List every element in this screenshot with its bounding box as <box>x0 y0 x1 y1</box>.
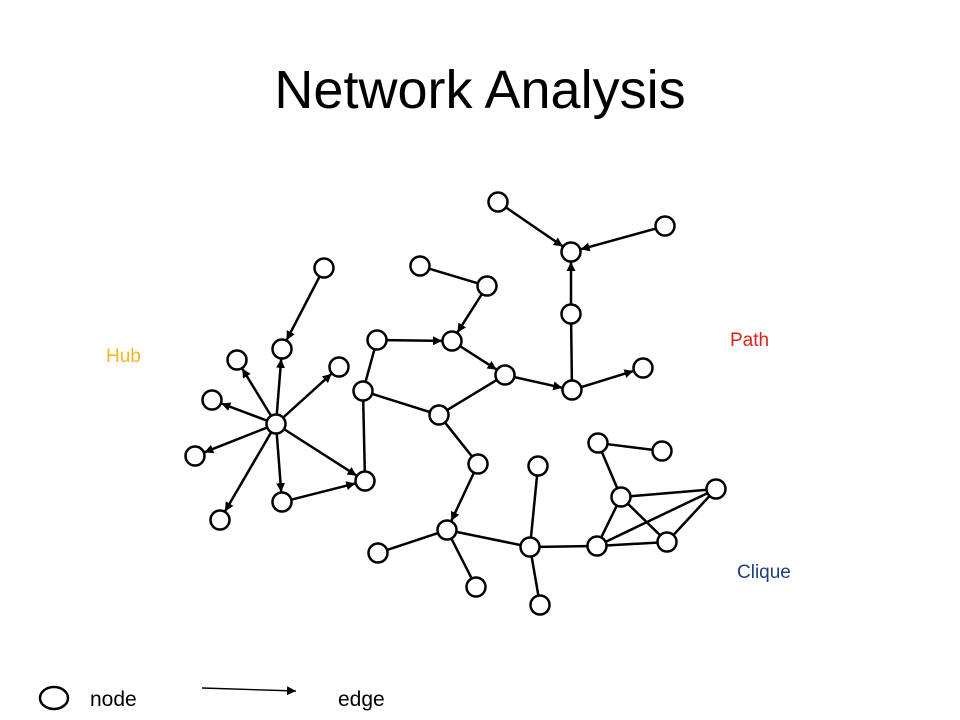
path-label: Path <box>730 330 770 351</box>
node <box>271 338 293 360</box>
legend-edge-label: edge <box>338 688 385 711</box>
node <box>656 531 678 553</box>
edge <box>223 431 273 512</box>
node <box>654 215 676 237</box>
edge <box>529 475 539 538</box>
legend-node-symbol <box>38 685 70 711</box>
edge <box>626 502 661 536</box>
edge <box>428 267 478 285</box>
nodes-layer <box>184 191 727 616</box>
edge <box>275 433 286 493</box>
node <box>441 330 463 352</box>
node <box>436 519 458 541</box>
legend-node-label: node <box>90 688 137 711</box>
edge <box>600 451 619 489</box>
node <box>494 364 516 386</box>
node <box>201 389 223 411</box>
node <box>476 275 498 297</box>
node <box>265 413 287 435</box>
node <box>428 404 450 426</box>
diagram-title: Network Analysis <box>274 60 686 120</box>
node <box>366 329 388 351</box>
edge <box>672 495 711 536</box>
edge <box>361 400 367 472</box>
node <box>705 478 727 500</box>
node <box>184 445 206 467</box>
edge <box>241 367 273 417</box>
edge <box>513 375 563 391</box>
node <box>467 453 489 475</box>
node <box>354 470 376 492</box>
node <box>519 536 541 558</box>
edge <box>456 530 521 547</box>
edge <box>450 472 476 522</box>
node <box>209 509 231 531</box>
edge <box>530 556 540 596</box>
node <box>560 241 582 263</box>
node <box>367 542 389 564</box>
edge <box>446 379 498 412</box>
edge <box>282 372 333 419</box>
node <box>409 255 431 277</box>
node <box>226 349 248 371</box>
node <box>352 380 374 402</box>
edge <box>580 369 634 389</box>
edge <box>364 348 376 382</box>
node <box>465 576 487 598</box>
edge <box>569 323 574 381</box>
node <box>529 594 551 616</box>
node <box>561 379 583 401</box>
edge <box>539 544 588 549</box>
clique-label: Clique <box>737 562 791 583</box>
node <box>328 356 350 378</box>
edge <box>275 358 285 415</box>
node <box>487 191 509 213</box>
edge <box>285 275 321 341</box>
edge <box>605 492 708 544</box>
node <box>527 455 549 477</box>
edges-layer <box>203 206 711 596</box>
edge <box>387 531 439 552</box>
edge <box>600 504 618 538</box>
edge <box>450 537 473 579</box>
node <box>587 432 609 454</box>
node <box>560 303 582 325</box>
edge <box>456 293 483 334</box>
edge <box>290 481 356 501</box>
edge <box>580 227 657 252</box>
node <box>632 357 654 379</box>
edge <box>630 488 707 498</box>
edge <box>607 442 653 451</box>
edge <box>283 428 358 477</box>
edge <box>606 541 658 547</box>
node <box>313 257 335 279</box>
node <box>610 486 632 508</box>
edge <box>505 206 564 248</box>
node <box>651 440 673 462</box>
edge <box>443 421 473 457</box>
edge <box>220 402 268 422</box>
edge <box>371 392 430 414</box>
legend-edge-symbol <box>201 686 297 696</box>
node <box>586 535 608 557</box>
edge <box>459 345 498 371</box>
edge <box>203 426 268 454</box>
edge <box>386 336 443 346</box>
hub-label: Hub <box>106 346 141 367</box>
node <box>271 491 293 513</box>
